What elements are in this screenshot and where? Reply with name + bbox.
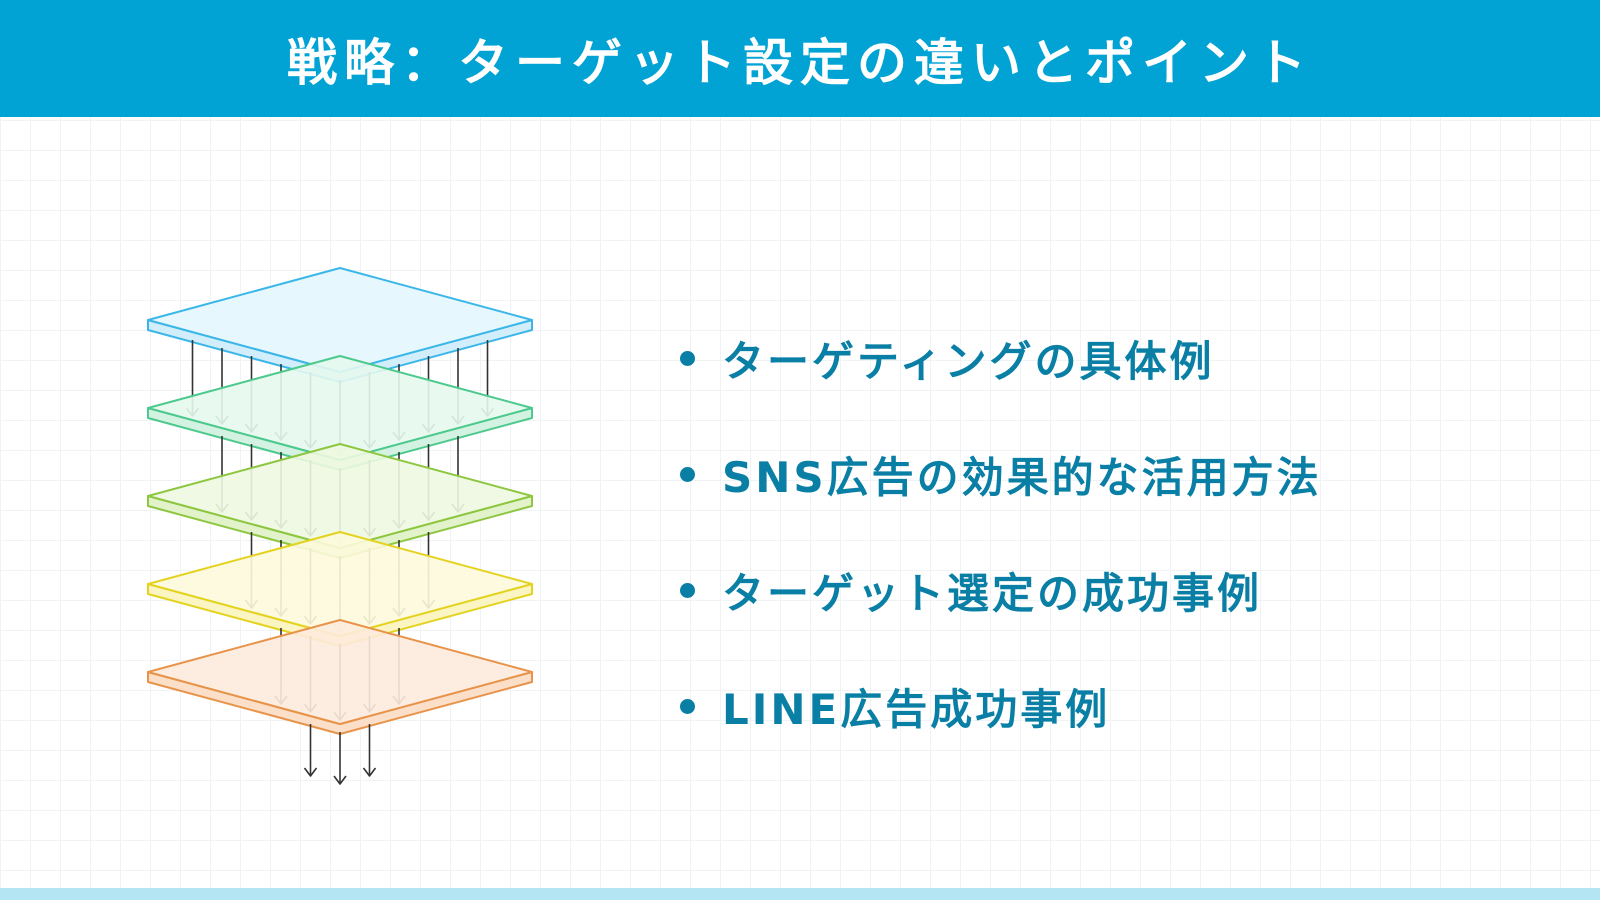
footer-bar [0, 888, 1600, 900]
bullet-item: ターゲティングの具体例 [680, 300, 1560, 416]
filter-layers-icon [147, 267, 533, 785]
funnel-diagram [140, 230, 560, 810]
bullet-label: ターゲット選定の成功事例 [722, 568, 1263, 618]
title-banner: 戦略：ターゲット設定の違いとポイント [0, 0, 1600, 117]
bullet-dot-icon [680, 582, 695, 598]
page-title: 戦略：ターゲット設定の違いとポイント [287, 33, 1313, 92]
bullet-item: ターゲット選定の成功事例 [680, 532, 1560, 648]
bullet-dot-icon [680, 698, 695, 714]
bullet-dot-icon [680, 466, 695, 482]
bullet-label: LINE広告成功事例 [722, 684, 1111, 734]
down-arrow-icon [333, 732, 347, 785]
bullet-item: LINE広告成功事例 [680, 648, 1560, 764]
bullet-label: SNS広告の効果的な活用方法 [722, 452, 1322, 502]
bullet-dot-icon [680, 350, 695, 366]
down-arrow-icon [303, 724, 318, 777]
filter-layer [147, 619, 533, 735]
bullet-label: ターゲティングの具体例 [722, 336, 1215, 386]
down-arrow-icon [362, 724, 377, 777]
bullet-item: SNS広告の効果的な活用方法 [680, 416, 1560, 532]
bullet-list: ターゲティングの具体例 SNS広告の効果的な活用方法 ターゲット選定の成功事例 … [680, 300, 1560, 764]
